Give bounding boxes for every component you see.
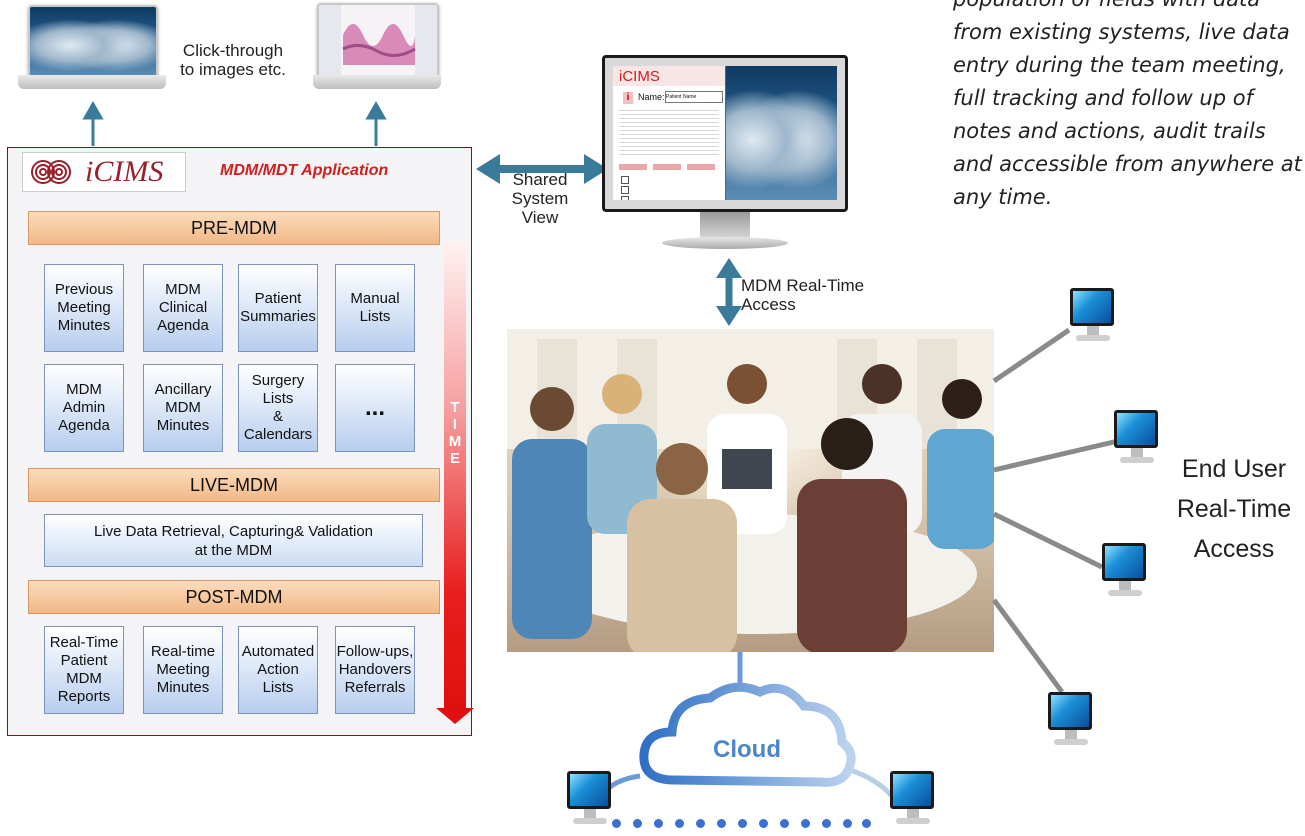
icims-logo: iCIMS [22,152,186,192]
desktop-computer-icon[interactable] [886,771,940,831]
desktop-computer-icon[interactable] [1044,692,1098,752]
tile-real-time-meeting-minutes[interactable]: Real-time Meeting Minutes [143,626,223,714]
tile-mdm-admin-agenda[interactable]: MDM Admin Agenda [44,364,124,452]
app-title: MDM/MDT Application [220,162,389,179]
tile-surgery-lists-calendars[interactable]: Surgery Lists & Calendars [238,364,318,452]
description-text: population of fields with data from exis… [953,0,1302,209]
desktop-computer-icon[interactable] [563,771,617,831]
icims-logo-icon [31,160,71,184]
desktop-computer-icon[interactable] [1066,288,1120,348]
tile-patient-summaries[interactable]: Patient Summaries [238,264,318,352]
realtime-access-label: MDM Real-Time Access [741,276,865,314]
end-user-label: End User Real-Time Access [1176,455,1292,563]
tile-real-time-patient-reports[interactable]: Real-Time Patient MDM Reports [44,626,124,714]
tile-previous-meeting-minutes[interactable]: Previous Meeting Minutes [44,264,124,352]
cloud-label: Cloud [713,736,781,763]
xray-monitor-icon[interactable] [18,5,166,95]
tile-ancillary-mdm-minutes[interactable]: Ancillary MDM Minutes [143,364,223,452]
screen-brand: iCIMS [619,68,660,85]
tile-more[interactable]: ... [335,364,415,452]
desktop-computer-icon[interactable] [1098,543,1152,603]
time-label: T I M E [448,399,462,467]
mdm-application-panel: iCIMS MDM/MDT Application T I M E PRE-MD… [7,147,474,736]
cloud-icon [639,682,856,787]
desktop-computer-icon[interactable] [1110,410,1164,470]
shared-view-arrow [476,154,608,184]
live-data-box[interactable]: Live Data Retrieval, Capturing& Validati… [44,514,423,567]
realtime-access-arrow [716,258,742,326]
name-label: Name: [638,92,665,102]
tile-mdm-clinical-agenda[interactable]: MDM Clinical Agenda [143,264,223,352]
name-field[interactable]: Patient Name [665,91,723,103]
time-arrowhead [436,708,474,724]
click-through-label: Click-through to images etc. [180,41,286,79]
tile-automated-action-lists[interactable]: Automated Action Lists [238,626,318,714]
pre-mdm-header: PRE-MDM [28,211,440,245]
live-mdm-header: LIVE-MDM [28,468,440,502]
shared-view-label: Shared System View [511,170,569,227]
shared-screen-monitor[interactable]: iCIMS i Name: Patient Name [602,55,848,260]
tile-manual-lists[interactable]: Manual Lists [335,264,415,352]
histology-monitor-icon[interactable] [313,3,441,93]
tile-follow-ups-referrals[interactable]: Follow-ups, Handovers Referrals [335,626,415,714]
team-meeting-photo [507,329,994,652]
up-arrows [82,100,387,146]
post-mdm-header: POST-MDM [28,580,440,614]
logo-text: iCIMS [85,155,164,188]
info-icon: i [623,92,633,104]
time-arrow [444,241,466,711]
